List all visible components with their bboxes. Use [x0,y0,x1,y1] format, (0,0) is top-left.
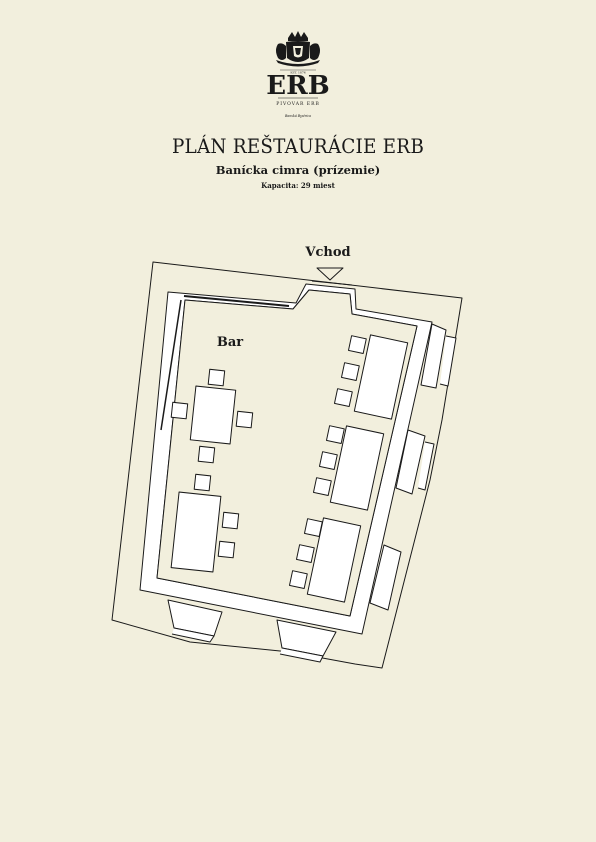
page-title: PLÁN REŠTAURÁCIE ERB [171,134,425,158]
logo-script-text: Banská Bystrica [284,114,311,118]
chair[interactable] [347,335,367,354]
table[interactable] [170,491,222,573]
logo-letters: ERB [266,71,329,101]
chair[interactable] [340,362,360,381]
table[interactable] [306,517,362,603]
floor-plan: Vchod Bar [0,230,596,680]
window-bay [369,544,402,611]
logo-tagline: PIVOVAR ERB [276,101,320,107]
window-bay [420,323,447,389]
chair[interactable] [333,388,353,407]
chair[interactable] [312,477,332,496]
bar-counter [183,295,290,307]
bar-label: Bar [217,335,243,350]
table[interactable] [189,385,237,445]
chair[interactable] [207,368,226,387]
window-bay [395,429,426,495]
chair[interactable] [221,511,240,530]
page-subtitle: Banícka cimra (prízemie) [215,163,381,177]
entrance-arrow-icon [316,267,344,281]
chair[interactable] [235,410,254,429]
chair[interactable] [170,401,189,420]
chair-group-right [288,335,367,589]
chair[interactable] [295,544,315,563]
table[interactable] [353,334,409,420]
logo-est-text: EST. 1876 [290,71,305,75]
chair[interactable] [197,445,216,464]
erb-crest-icon: EST. 1876 ERB PIVOVAR ERB Banská Bystric… [266,31,330,118]
chair[interactable] [217,540,236,559]
entrance-label: Vchod [304,245,350,260]
capacity-text: Kapacita: 29 miest [261,181,335,190]
chair[interactable] [325,425,345,444]
chair[interactable] [288,570,308,589]
chair[interactable] [318,451,338,470]
chair[interactable] [193,473,212,492]
floor-plan-drawing: Vchod Bar [111,245,463,669]
brand-logo: EST. 1876 ERB PIVOVAR ERB Banská Bystric… [248,31,348,124]
chair[interactable] [303,518,323,537]
chair-group-left [170,368,254,559]
table[interactable] [329,425,385,511]
